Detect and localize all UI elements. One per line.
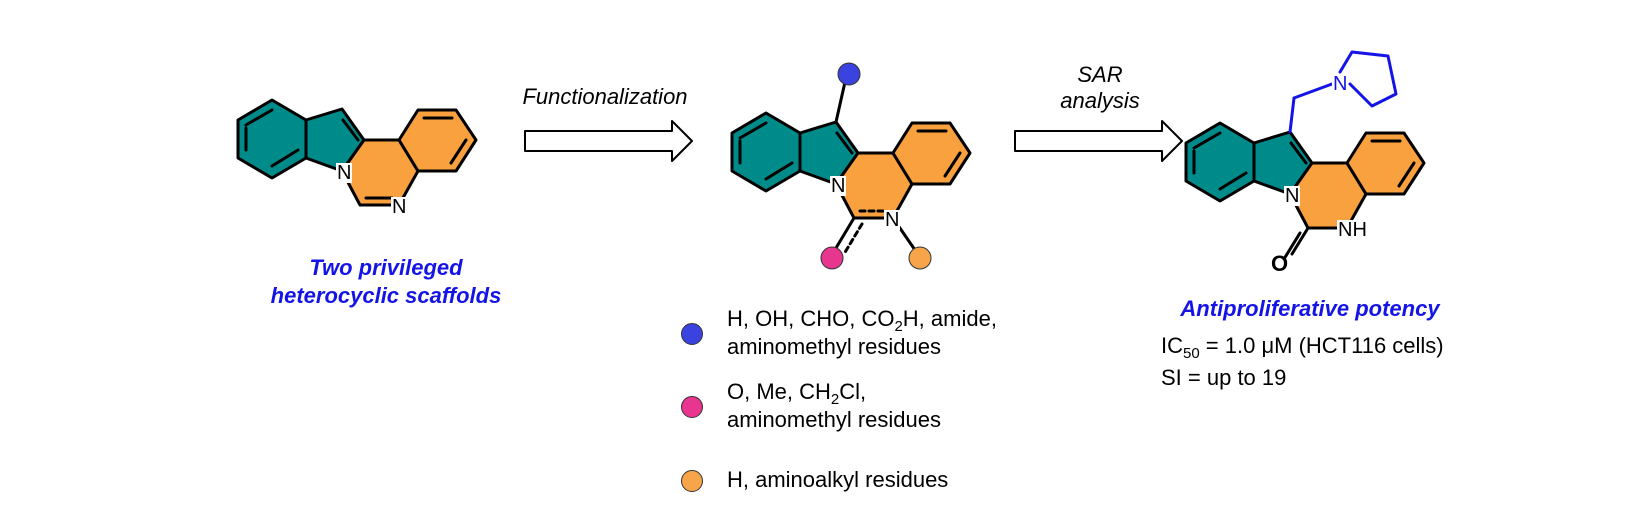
s1-caption-line1: Two privileged xyxy=(309,255,463,280)
arrow-2-label: SAR analysis xyxy=(1040,62,1160,114)
legend-pink-line2: aminomethyl residues xyxy=(727,407,941,432)
legend-dot-blue xyxy=(681,323,703,345)
s2-atom-n-ring: N xyxy=(830,175,847,197)
s3-atom-nh: NH xyxy=(1337,219,1368,241)
legend-item-blue: H, OH, CHO, CO2H, amide, aminomethyl res… xyxy=(727,305,997,361)
legend-blue-line1: H, OH, CHO, CO2H, amide, xyxy=(727,306,997,335)
s3-caption: Antiproliferative potency xyxy=(1180,296,1440,321)
structure-1 xyxy=(236,98,478,207)
s2-dot-pink xyxy=(820,246,844,270)
s1-atom-n-imine: N xyxy=(391,196,408,218)
s2-dot-orange xyxy=(908,246,932,270)
s3-stats: IC50 = 1.0 μM (HCT116 cells) SI = up to … xyxy=(1161,330,1444,394)
arrow-1-label: Functionalization xyxy=(522,84,688,109)
ic50-value: IC50 = 1.0 μM (HCT116 cells) xyxy=(1161,333,1444,362)
s2-dot-blue xyxy=(837,62,861,86)
s3-atom-n-ring: N xyxy=(1284,185,1301,207)
s3-pyrrolidinylmethyl xyxy=(1288,50,1398,134)
legend-dot-pink xyxy=(681,396,703,418)
structure-3 xyxy=(1184,121,1426,261)
s1-caption-line2: heterocyclic scaffolds xyxy=(270,283,502,308)
s1-caption: Two privileged heterocyclic scaffolds xyxy=(236,254,536,310)
s2-atom-n-substituted: N xyxy=(884,209,901,231)
arrow-2 xyxy=(1014,120,1183,162)
arrow-2-label-line1: SAR xyxy=(1077,62,1123,87)
s3-atom-n-pyrrolidine: N xyxy=(1332,73,1349,95)
s3-atom-o: O xyxy=(1271,251,1289,276)
legend-pink-line1: O, Me, CH2Cl, xyxy=(727,379,867,408)
legend-item-orange: H, aminoalkyl residues xyxy=(727,467,949,492)
legend-item-pink: O, Me, CH2Cl, aminomethyl residues xyxy=(727,378,941,434)
arrow-2-label-line2: analysis xyxy=(1060,88,1140,113)
legend-blue-line2: aminomethyl residues xyxy=(727,334,941,359)
arrow-1 xyxy=(524,120,693,162)
si-value: SI = up to 19 xyxy=(1161,365,1287,390)
structure-2 xyxy=(730,80,972,256)
legend-dot-orange xyxy=(681,470,703,492)
s1-atom-n-ring: N xyxy=(336,162,353,184)
